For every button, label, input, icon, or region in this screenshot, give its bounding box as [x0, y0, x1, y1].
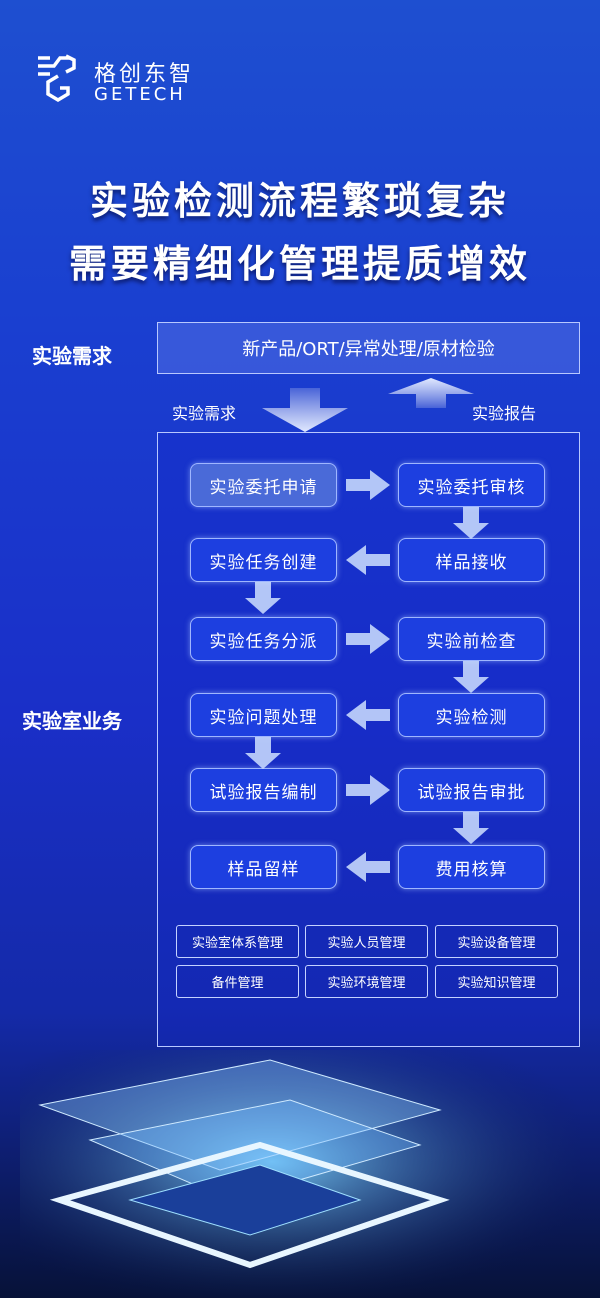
process-step: 试验报告编制: [190, 768, 337, 812]
down-arrow-icon: [453, 507, 489, 539]
brand-name-en: GETECH: [94, 84, 186, 105]
down-arrow-icon: [245, 737, 281, 769]
management-module: 备件管理: [176, 965, 299, 998]
process-step: 实验检测: [398, 693, 545, 737]
right-arrow-icon: [346, 775, 390, 805]
management-module: 实验知识管理: [435, 965, 558, 998]
process-step: 实验前检查: [398, 617, 545, 661]
headline-line-1: 实验检测流程繁琐复杂: [89, 179, 510, 223]
management-module: 实验室体系管理: [176, 925, 299, 958]
management-module: 实验人员管理: [305, 925, 428, 958]
process-step: 实验问题处理: [190, 693, 337, 737]
right-arrow-icon: [346, 470, 390, 500]
left-arrow-icon: [346, 852, 390, 882]
process-step: 实验委托申请: [190, 463, 337, 507]
demand-box: 新产品/ORT/异常处理/原材检验: [157, 322, 580, 374]
process-step: 试验报告审批: [398, 768, 545, 812]
left-arrow-icon: [346, 700, 390, 730]
management-module: 实验设备管理: [435, 925, 558, 958]
process-step: 实验任务创建: [190, 538, 337, 582]
process-step: 实验任务分派: [190, 617, 337, 661]
management-module: 实验环境管理: [305, 965, 428, 998]
up-arrow-icon: [388, 378, 474, 408]
process-step: 费用核算: [398, 845, 545, 889]
demand-flow-label: 实验需求: [172, 404, 237, 423]
down-arrow-icon: [453, 812, 489, 844]
down-arrow-icon: [453, 661, 489, 693]
demand-section-label: 实验需求: [32, 344, 112, 368]
right-arrow-icon: [346, 624, 390, 654]
down-arrow-icon: [245, 582, 281, 614]
getech-logo-icon: [38, 54, 76, 103]
lab-section-label: 实验室业务: [22, 709, 122, 733]
process-step: 样品留样: [190, 845, 337, 889]
chip-illustration: [20, 1050, 580, 1298]
process-step: 样品接收: [398, 538, 545, 582]
headline-line-2: 需要精细化管理提质增效: [68, 242, 531, 286]
report-flow-label: 实验报告: [472, 404, 537, 423]
process-step: 实验委托审核: [398, 463, 545, 507]
left-arrow-icon: [346, 545, 390, 575]
down-arrow-icon: [262, 388, 348, 432]
brand-name-cn: 格创东智: [94, 62, 195, 87]
